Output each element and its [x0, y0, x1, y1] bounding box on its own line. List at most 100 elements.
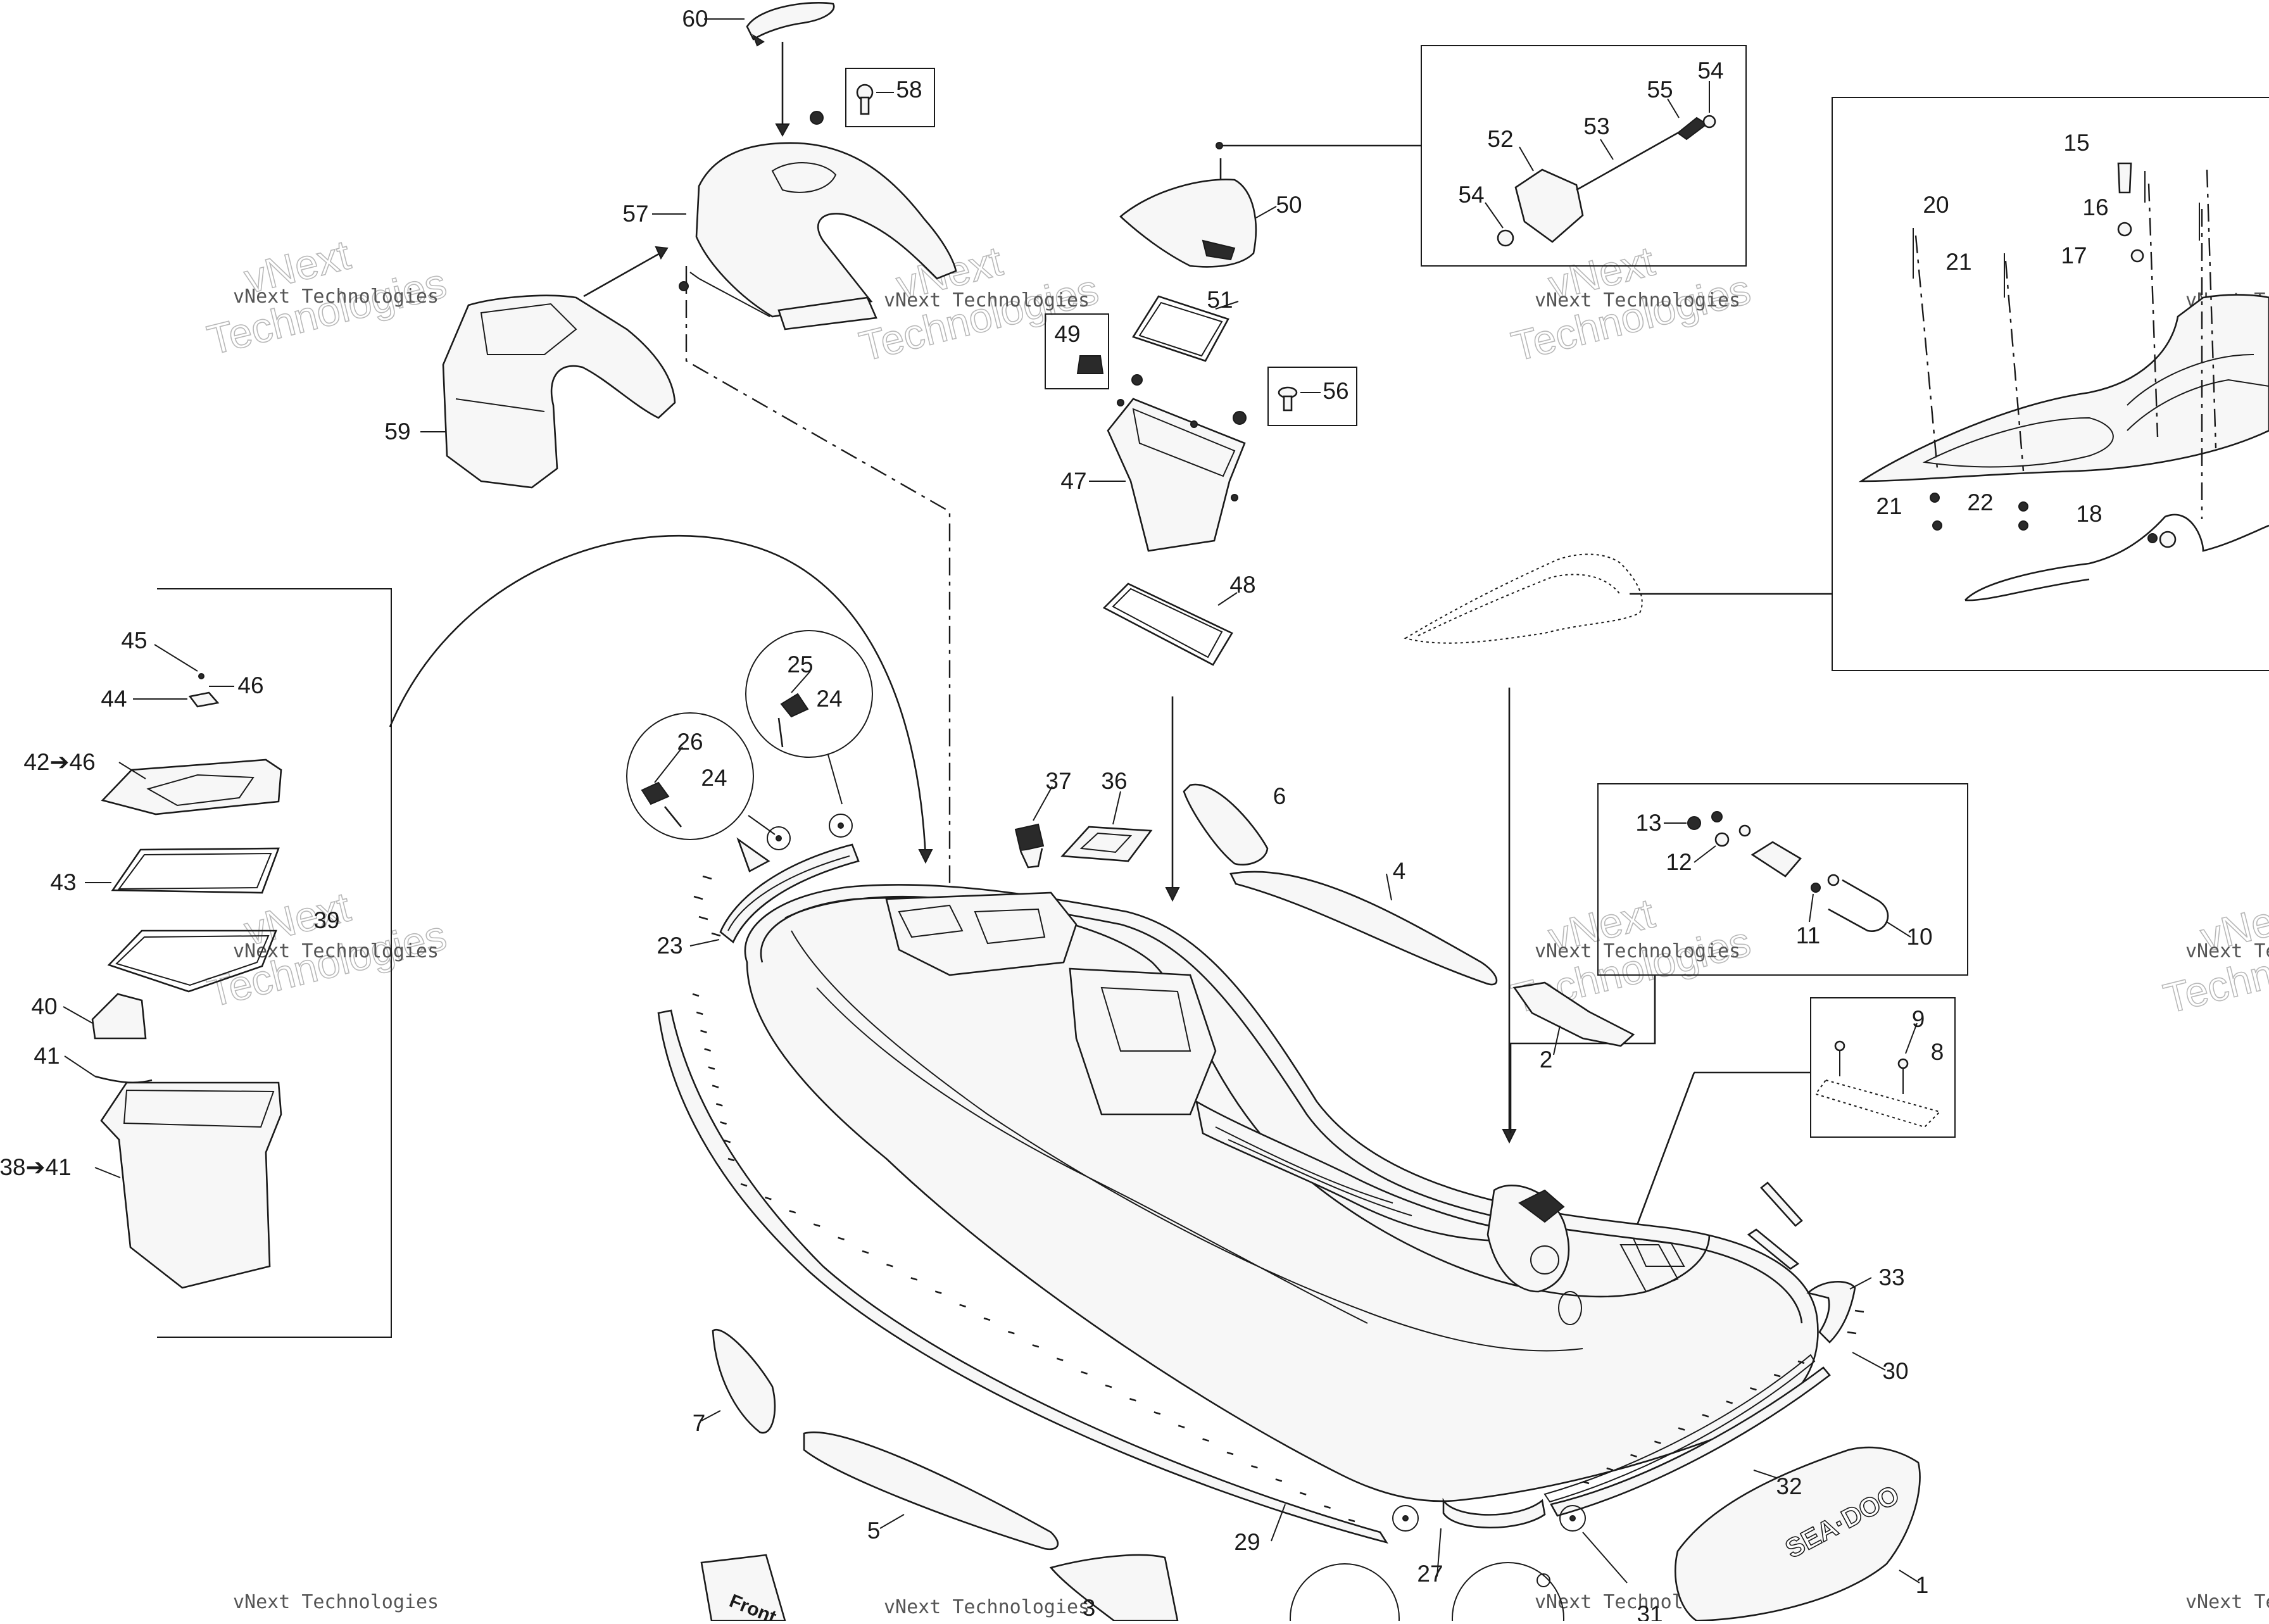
fastener-dash — [934, 1290, 942, 1294]
part-56-fastener — [1233, 386, 1321, 425]
callout-39-28: 39 — [313, 907, 339, 933]
callout-18-22: 18 — [2076, 501, 2102, 527]
fastener-dash — [1299, 1492, 1307, 1495]
fastener-dash — [1251, 1464, 1258, 1469]
fastener-dash — [700, 1029, 707, 1034]
fastener-dash — [1582, 1480, 1590, 1485]
callout-38-41-31: 38➔41 — [0, 1154, 72, 1180]
callout-16-17: 16 — [2082, 194, 2108, 220]
callout-49-6: 49 — [1054, 321, 1080, 347]
callout-7-50: 7 — [693, 1410, 706, 1436]
part-37-grommet — [1014, 786, 1053, 869]
fastener-dash — [910, 1277, 918, 1281]
callout-59-3: 59 — [384, 419, 410, 444]
fastener-dash — [696, 1011, 703, 1016]
watermark-text-7: vNext Technologies — [2185, 940, 2269, 962]
circle-detail-24-25 — [745, 630, 873, 758]
callout-10-44: 10 — [1906, 924, 1932, 950]
fastener-dash — [959, 1304, 966, 1308]
fastener-dash — [1726, 1401, 1733, 1404]
part-23-front-bumper — [689, 843, 860, 947]
hull-main — [744, 884, 1819, 1502]
part-47-storage-bucket — [1089, 398, 1246, 552]
watermark-text-6: vNext Technologies — [1535, 940, 1740, 962]
detail-box-49 — [1045, 313, 1109, 389]
hull-edge-fasteners — [692, 993, 1805, 1523]
detail-box-56 — [1267, 367, 1357, 426]
callout-48-9: 48 — [1229, 572, 1255, 598]
detail-box-seat — [1832, 97, 2269, 671]
fastener-dash — [1202, 1438, 1209, 1442]
callout-27-54: 27 — [1417, 1561, 1443, 1587]
part-48-gasket — [1102, 582, 1238, 666]
fastener-dash — [1226, 1451, 1234, 1456]
watermark-text-4: vNext Technologies — [233, 940, 439, 962]
callout-55-12: 55 — [1647, 77, 1673, 103]
callout-44-25: 44 — [101, 686, 127, 712]
callout-32-51: 32 — [1776, 1473, 1802, 1499]
callout-47-8: 47 — [1060, 468, 1086, 494]
callout-36-38: 36 — [1101, 768, 1127, 794]
fastener-dash — [1032, 1344, 1040, 1348]
callout-54-13: 54 — [1697, 58, 1723, 84]
part-30-33-rear-bumper — [1806, 1277, 1886, 1371]
part-36-clip — [1060, 791, 1153, 862]
callout-22-21: 22 — [1967, 489, 1993, 515]
watermark-text-12: vNext Technologies — [2185, 1591, 2269, 1613]
circle-detail-24-26 — [626, 712, 843, 840]
callout-46-24: 46 — [237, 672, 263, 698]
front-arrow: Front — [700, 1554, 786, 1624]
callout-2-45: 2 — [1540, 1047, 1553, 1073]
callout-40-29: 40 — [31, 993, 57, 1019]
callout-15-15: 15 — [2063, 130, 2089, 156]
callout-31-57: 31 — [1637, 1601, 1662, 1621]
watermark-text-3: vNext Technologies — [1535, 289, 1740, 312]
fastener-dash — [983, 1317, 991, 1321]
fastener-dash — [1105, 1384, 1112, 1388]
callout-41-30: 41 — [34, 1043, 60, 1069]
callout-42-46-26: 42➔46 — [23, 749, 95, 775]
part-49-grommet — [1076, 355, 1143, 386]
fastener-dash — [1056, 1357, 1064, 1361]
fastener-dash — [1275, 1478, 1283, 1482]
fastener-dash — [708, 1066, 715, 1070]
watermark-text-9: vNext Technologies — [233, 1591, 439, 1613]
part-59-front-tray — [420, 294, 676, 489]
fastener-dash — [704, 1048, 712, 1052]
callout-51-5: 51 — [1207, 287, 1233, 313]
fastener-dash — [715, 1103, 723, 1107]
storage-bin-detail — [63, 644, 282, 1289]
callout-53-11: 53 — [1583, 113, 1609, 139]
callout-56-7: 56 — [1323, 378, 1348, 404]
detail-box-lid-latch — [1421, 45, 1747, 267]
part-31-rear — [1290, 1532, 1628, 1624]
fastener-dash — [789, 1210, 796, 1214]
part-51-gasket — [1132, 295, 1239, 362]
decals: SEA·DOO — [701, 783, 1921, 1622]
fastener-dash — [724, 1139, 731, 1143]
decal-7 — [712, 1329, 776, 1434]
part-57-cowl — [652, 142, 957, 330]
handle-detail — [1664, 811, 1911, 938]
callout-21-20: 21 — [1876, 493, 1902, 519]
fastener-dash — [886, 1263, 893, 1268]
callout-57-2: 57 — [622, 201, 648, 227]
callout-23-36: 23 — [657, 933, 682, 959]
decal-6 — [1183, 783, 1269, 866]
part-50-lid — [1119, 179, 1277, 268]
fastener-dash — [720, 1121, 727, 1125]
callout-43-27: 43 — [50, 869, 76, 895]
callout-24-35: 24 — [701, 765, 727, 791]
fastener-dash — [1750, 1387, 1757, 1391]
decal-5 — [803, 1431, 1059, 1551]
latch-detail — [1485, 81, 1716, 247]
small-fasteners-23 — [693, 814, 853, 937]
detail-boxes — [157, 45, 2269, 1338]
fastener-dash — [740, 1183, 748, 1187]
watermark-text-1: vNext Technologies — [233, 286, 439, 308]
callout-4-40: 4 — [1393, 858, 1406, 884]
callout-3-56: 3 — [1083, 1595, 1096, 1621]
fastener-dash — [1702, 1414, 1709, 1418]
